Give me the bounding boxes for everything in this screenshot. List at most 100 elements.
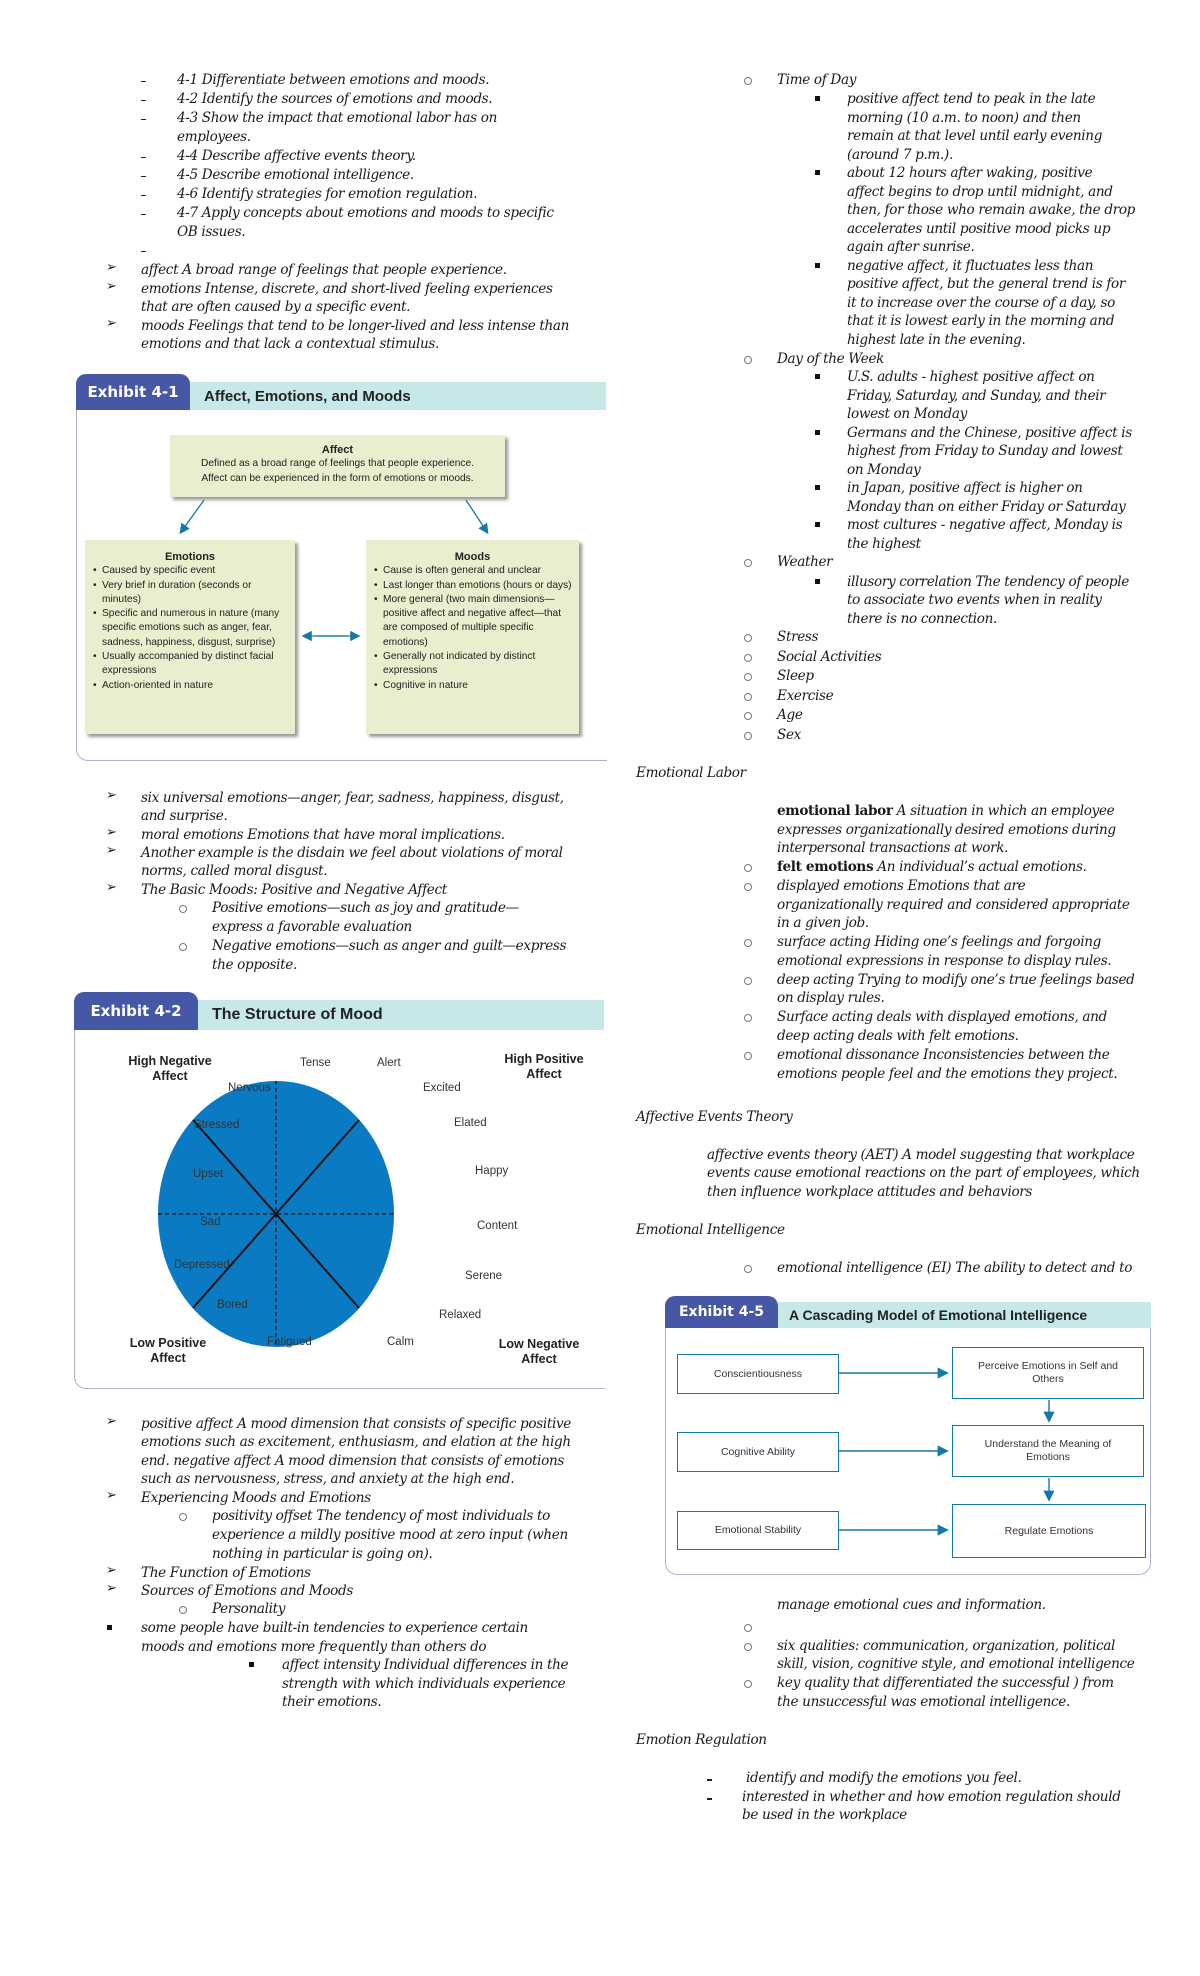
exhibit-frame	[665, 1328, 1151, 1575]
dash-bullet	[141, 81, 146, 83]
quadrant-low-negative-affect: Low Negative Affect	[498, 1337, 580, 1366]
exhibit-title: The Structure of Mood	[198, 1000, 604, 1030]
exhibit-title: A Cascading Model of Emotional Intellige…	[778, 1302, 1151, 1328]
mood-label: Serene	[465, 1270, 503, 1282]
objective-item: 4-3 Show the impact that emotional labor…	[177, 110, 497, 126]
section-heading: Emotional Labor	[636, 765, 746, 781]
list-item: skill, vision, cognitive style, and emot…	[777, 1656, 1135, 1672]
dash-bullet	[707, 1779, 712, 1781]
list-item: The Function of Emotions	[141, 1565, 311, 1581]
list-item: strength with which individuals experien…	[282, 1676, 566, 1692]
definition: An individual’s actual emotions.	[877, 859, 1087, 875]
list-item: it to increase over the course of a day,…	[847, 295, 1115, 311]
list-item: positive affect, but the general trend i…	[847, 276, 1126, 292]
list-item: norms, called moral disgust.	[141, 863, 328, 879]
list-item: Experiencing Moods and Emotions	[141, 1490, 371, 1506]
dash-bullet	[141, 195, 146, 197]
moods-item: Generally not indicated by distinct expr…	[372, 650, 573, 679]
mood-label: Content	[477, 1220, 518, 1232]
circle-bullet-icon	[744, 712, 752, 720]
exhibit-4-5: Exhibit 4-5 A Cascading Model of Emotion…	[665, 1296, 1152, 1578]
emotions-item: Specific and numerous in nature (many sp…	[91, 607, 289, 650]
list-item: Sleep	[777, 668, 814, 684]
list-item: identify and modify the emotions you fee…	[742, 1770, 1022, 1786]
objective-item: 4-1 Differentiate between emotions and m…	[177, 72, 490, 88]
section-heading: Emotion Regulation	[636, 1732, 767, 1748]
mood-label: Fatigued	[267, 1336, 312, 1348]
square-bullet-icon	[815, 96, 820, 101]
list-item: the highest	[847, 536, 921, 552]
list-item: express a favorable evaluation	[212, 919, 412, 935]
definition-item: emotions and that lack a contextual stim…	[141, 336, 440, 352]
list-item: Sources of Emotions and Moods	[141, 1583, 353, 1599]
objective-item: OB issues.	[177, 224, 246, 240]
list-item: to associate two events when in reality	[847, 592, 1102, 608]
circle-bullet-icon	[744, 559, 752, 567]
square-bullet-icon	[107, 1625, 112, 1630]
emotions-item: Action-oriented in nature	[91, 679, 289, 694]
objective-item: 4-5 Describe emotional intelligence.	[177, 167, 414, 183]
mood-label: Elated	[454, 1117, 487, 1129]
list-item: affect intensity Individual differences …	[282, 1657, 569, 1673]
circle-bullet-icon	[179, 943, 187, 951]
ei-box-perceive-emotions: Perceive Emotions in Self and Others	[952, 1347, 1144, 1399]
ei-flow-arrows	[839, 1367, 1055, 1536]
circle-bullet-icon	[744, 356, 752, 364]
dash-bullet	[141, 176, 146, 178]
exhibit-tab: Exhibit 4-5	[665, 1296, 778, 1328]
quadrant-low-positive-affect: Low Positive Affect	[129, 1336, 207, 1365]
list-item: emotional dissonance Inconsistencies bet…	[777, 1047, 1110, 1063]
list-item: moods and emotions more frequently than …	[141, 1639, 487, 1655]
definition-item: moods Feelings that tend to be longer-li…	[141, 318, 570, 334]
list-item: U.S. adults - highest positive affect on	[847, 369, 1095, 385]
ei-box-cognitive-ability: Cognitive Ability	[677, 1432, 839, 1472]
list-item: six qualities: communication, organizati…	[777, 1638, 1116, 1654]
square-bullet-icon	[815, 263, 820, 268]
list-item: about 12 hours after waking, positive	[847, 165, 1093, 181]
list-item: Exercise	[777, 688, 834, 704]
circle-bullet-icon	[744, 634, 752, 642]
list-item: The Basic Moods: Positive and Negative A…	[141, 882, 447, 898]
list-item: displayed emotions Emotions that are	[777, 878, 1026, 894]
mood-label: Alert	[377, 1057, 401, 1069]
list-item: organizationally required and considered…	[777, 897, 1130, 913]
list-item: Day of the Week	[777, 351, 885, 367]
list-item: remain at that level until early evening	[847, 128, 1103, 144]
arrow-bullet-icon: ➢	[106, 880, 117, 895]
mood-label: Excited	[423, 1082, 461, 1094]
list-item: Germans and the Chinese, positive affect…	[847, 425, 1132, 441]
list-item: in a given job.	[777, 915, 869, 931]
ei-box-emotional-stability: Emotional Stability	[677, 1511, 839, 1550]
circle-bullet-icon	[179, 905, 187, 913]
mood-label: Calm	[387, 1336, 414, 1348]
list-item: affect begins to drop until midnight, an…	[847, 184, 1113, 200]
list-item: emotional intelligence (EI) The ability …	[777, 1260, 1133, 1276]
list-item: Monday than on either Friday or Saturday	[847, 499, 1126, 515]
mood-label: Stressed	[194, 1119, 240, 1131]
mood-label: Happy	[475, 1165, 509, 1177]
list-item: felt emotions An individual’s actual emo…	[777, 858, 1087, 877]
arrow-bullet-icon: ➢	[106, 825, 117, 840]
emotions-item: Very brief in duration (seconds or minut…	[91, 579, 289, 608]
list-item: positive affect A mood dimension that co…	[141, 1416, 571, 1432]
circle-bullet-icon	[744, 1014, 752, 1022]
dash-bullet	[707, 1798, 712, 1800]
mood-label: Nervous	[228, 1082, 271, 1094]
arrow-bullet-icon: ➢	[106, 843, 117, 858]
exhibit-arrows	[179, 499, 489, 642]
dash-bullet	[141, 214, 146, 216]
circle-bullet-icon	[744, 77, 752, 85]
square-bullet-icon	[815, 485, 820, 490]
list-item: manage emotional cues and information.	[777, 1597, 1046, 1613]
list-item: interested in whether and how emotion re…	[742, 1789, 1121, 1805]
dash-bullet	[141, 119, 146, 121]
list-item: the opposite.	[212, 957, 297, 973]
list-item: Age	[777, 707, 803, 723]
quadrant-high-negative-affect: High Negative Affect	[128, 1054, 212, 1083]
list-item: there is no connection.	[847, 611, 998, 627]
dash-bullet	[141, 251, 146, 253]
list-item: highest late in the evening.	[847, 332, 1026, 348]
list-item: most cultures - negative affect, Monday …	[847, 517, 1123, 533]
list-item: morning (10 a.m. to noon) and then	[847, 110, 1081, 126]
term: emotional labor	[777, 803, 893, 819]
